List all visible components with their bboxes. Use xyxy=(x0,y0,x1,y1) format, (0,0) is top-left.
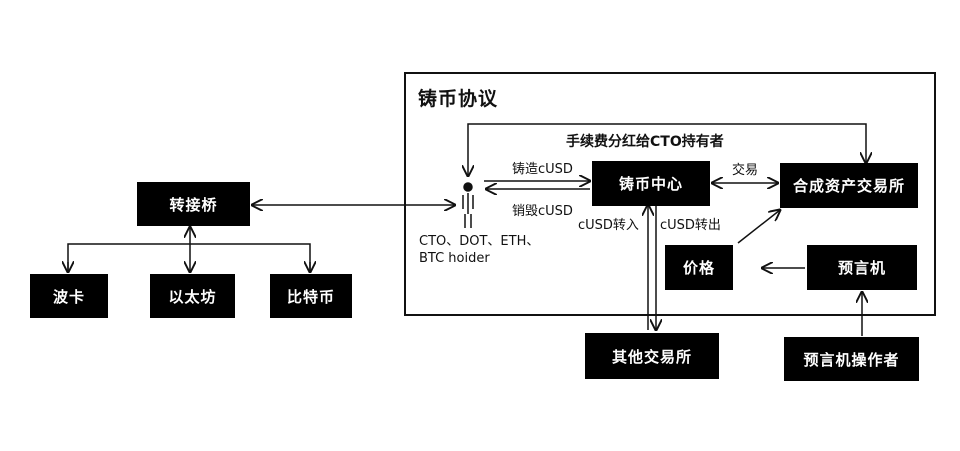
fee-dividend-label: 手续费分红给CTO持有者 xyxy=(566,134,724,150)
protocol-title: 铸币协议 xyxy=(418,88,499,110)
tree-branch-line xyxy=(67,243,311,272)
holder-label-line1: CTO、DOT、ETH、 xyxy=(419,234,540,249)
mint-label: 铸造cUSD xyxy=(512,162,573,177)
trade-label: 交易 xyxy=(732,163,759,178)
bitcoin-node: 比特币 xyxy=(270,274,352,318)
synthetic-exchange-node: 合成资产交易所 xyxy=(780,163,918,208)
price-to-exchange-arrow xyxy=(737,210,780,244)
fee-dividend-arrow xyxy=(468,123,866,176)
transfer-in-label: cUSD转入 xyxy=(578,218,639,233)
bridge-node: 转接桥 xyxy=(137,182,250,226)
price-node: 价格 xyxy=(665,245,733,290)
oracle-node: 预言机 xyxy=(807,245,917,290)
polkadot-node: 波卡 xyxy=(30,274,108,318)
minting-protocol-frame xyxy=(404,72,936,316)
transfer-out-label: cUSD转出 xyxy=(660,218,721,233)
mint-center-node: 铸币中心 xyxy=(592,161,710,206)
person-icon xyxy=(462,182,474,228)
oracle-operator-node: 预言机操作者 xyxy=(784,337,919,381)
burn-label: 销毁cUSD xyxy=(512,204,573,219)
other-exchanges-node: 其他交易所 xyxy=(585,333,719,379)
holder-label-line2: BTC hoider xyxy=(419,251,490,266)
ethereum-node: 以太坊 xyxy=(150,274,235,318)
